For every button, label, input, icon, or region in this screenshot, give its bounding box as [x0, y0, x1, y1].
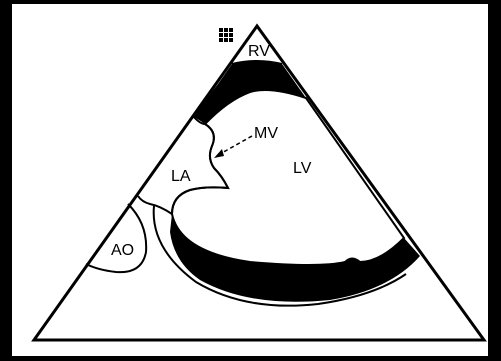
label-rv: RV [248, 43, 270, 60]
label-ao: AO [111, 242, 134, 259]
grid-icon [219, 28, 233, 42]
label-mv: MV [254, 125, 278, 142]
label-la: LA [171, 168, 191, 185]
label-lv: LV [293, 160, 312, 177]
